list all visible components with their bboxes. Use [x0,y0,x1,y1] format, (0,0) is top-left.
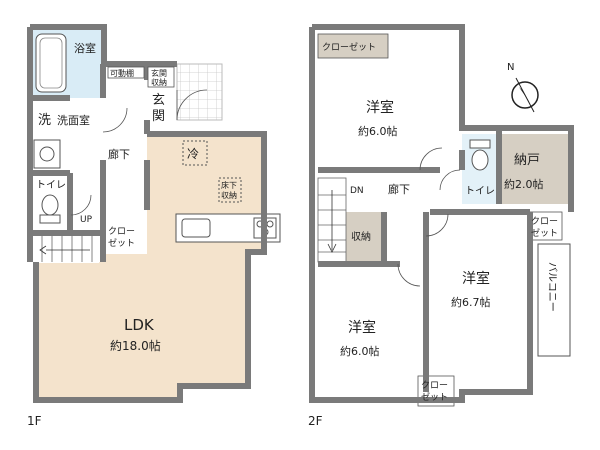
underfloor-storage [218,177,242,203]
compass-north-label: N [507,62,514,73]
floor-2f: N クローゼット 洋室 約6.0帖 納戸 約2.0帖 トイレ DN 廊下 収納 … [308,24,574,428]
room-label-wash: 洗 [38,113,51,128]
closet-label-east-sub: ゼット [531,227,558,239]
room-label-hallway-2f: 廊下 [388,182,410,196]
storage-label-2f: 収納 [351,230,371,243]
doors-1f [70,89,208,216]
toilet-fixture-1f [39,194,61,224]
room-label-movable-shelf: 可動棚 [110,68,134,78]
fridge-label: 冷 [187,147,199,161]
walls-1f [27,24,267,403]
ldk-floor [37,134,264,400]
room-label-entrance-storage: 玄関 [151,68,167,78]
room-size-western-east: 約6.7帖 [451,295,491,309]
underfloor-label-sub: 収納 [221,190,237,200]
room-label-washroom: 洗面室 [57,113,90,127]
room-size-ldk: 約18.0帖 [110,338,161,353]
storage-room-floor [499,134,571,204]
closet-east-floor [527,211,563,241]
closet-label-south-sub: ゼット [421,391,448,403]
room-size-western-south: 約6.0帖 [340,344,380,358]
wash-basin [33,139,61,169]
doors-2f [397,147,461,287]
fridge-space [182,140,208,166]
floor-label-2f: 2F [308,414,323,428]
room-label-entrance: 玄 関 [152,93,169,124]
room-size-western-north: 約6.0帖 [358,124,398,138]
western-room-south-floor [318,266,426,392]
room-label-toilet-2f: トイレ [465,186,495,197]
underfloor-label: 床下 [221,180,237,190]
closet-label-north: クローゼット [322,41,376,53]
toilet-fixture-2f [469,139,491,171]
stairs-area [31,233,99,263]
entrance-char-2: 関 [152,109,165,124]
entrance-char-1: 玄 [152,93,165,108]
compass: N [507,62,539,113]
stairs-2f [317,177,347,263]
room-label-balcony: バルコニー [546,262,558,312]
walls-2f [309,24,574,403]
room-label-western-north: 洋室 [366,99,394,116]
storage-2f-floor [346,212,384,262]
closet-label-south: クロー [421,380,448,391]
closet-label-1f-sub: ゼット [108,237,135,249]
closet-north-floor [317,33,389,59]
closet-label-1f: クロー [108,226,135,237]
stairs-down-label: DN [350,186,364,196]
closet-label-east: クロー [531,216,558,227]
floor-1f: 浴室 洗 洗面室 可動棚 玄関 収納 玄 関 廊下 冷 トイレ 床下 収納 UP… [27,24,281,428]
room-label-hallway-1f: 廊下 [108,147,130,161]
room-label-western-south: 洋室 [348,319,376,336]
floor-label-1f: 1F [27,414,42,428]
room-label-western-east: 洋室 [462,270,490,287]
room-label-storage-room: 納戸 [514,153,540,168]
stairs-up-label: UP [80,215,93,225]
bathtub [35,33,67,93]
closet-1f-floor [103,218,147,254]
room-size-storage-room: 約2.0帖 [504,177,544,191]
balcony-floor [537,243,571,357]
room-label-bathroom: 浴室 [74,41,96,55]
stairs-1f [39,235,93,262]
room-label-entrance-storage-sub: 収納 [151,77,167,87]
entrance-tiles [176,63,223,121]
room-label-toilet-1f: トイレ [36,180,66,191]
room-label-ldk: LDK [124,316,155,334]
western-room-east-floor [426,212,530,392]
